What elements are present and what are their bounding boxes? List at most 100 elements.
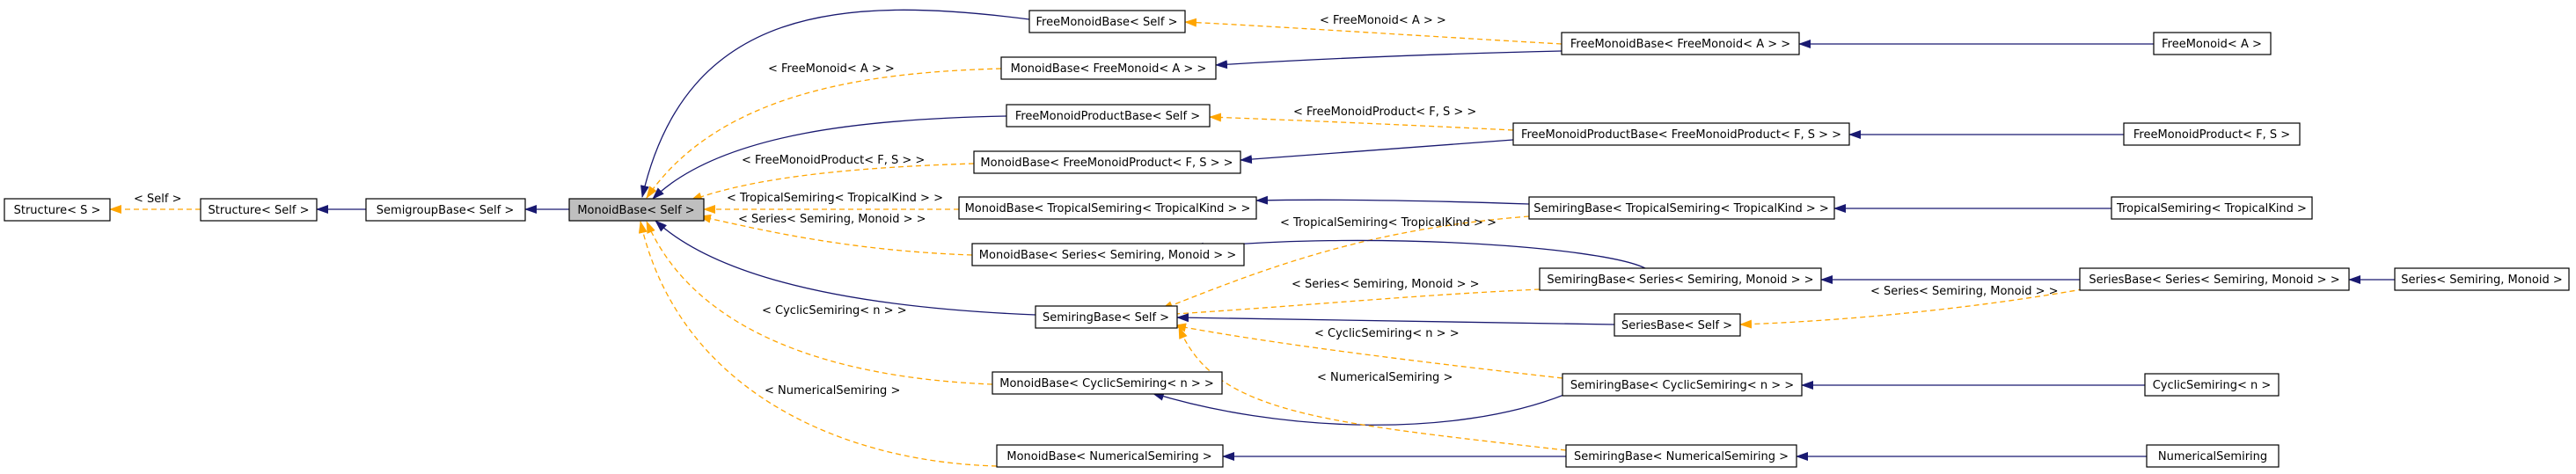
edge-monoidbase-freemonoid-to-monoidbase <box>646 68 1002 199</box>
node-label: TropicalSemiring< TropicalKind > <box>2116 202 2307 215</box>
node-box <box>1528 196 1835 220</box>
node-box <box>1561 32 1800 55</box>
node-freemonoidproductbase-self[interactable]: FreeMonoidProductBase< Self > <box>1006 104 1211 128</box>
node-label: FreeMonoidBase< FreeMonoid< A > > <box>1570 38 1790 51</box>
node-monoidbase-series[interactable]: MonoidBase< Series< Semiring, Monoid > > <box>971 243 1245 266</box>
node-label: SemigroupBase< Self > <box>377 204 514 217</box>
edge-label-tropicalsemiring-kind-mid: < TropicalSemiring< TropicalKind > > <box>1280 216 1497 230</box>
node-label: MonoidBase< NumericalSemiring > <box>1006 450 1211 463</box>
node-semiringbase-series[interactable]: SemiringBase< Series< Semiring, Monoid >… <box>1539 267 1822 291</box>
node-tropicalsemiring[interactable]: TropicalSemiring< TropicalKind > <box>2111 196 2313 220</box>
node-box <box>2111 196 2313 220</box>
node-freemonoidproduct[interactable]: FreeMonoidProduct< F, S > <box>2123 122 2301 146</box>
node-label: SemiringBase< Series< Semiring, Monoid >… <box>1547 273 1813 287</box>
node-label: MonoidBase< Series< Semiring, Monoid > > <box>979 249 1236 262</box>
node-numericalsemiring[interactable]: NumericalSemiring <box>2146 444 2280 468</box>
node-box <box>1539 267 1822 291</box>
edge-label-tropicalsemiring-kind: < TropicalSemiring< TropicalKind > > <box>727 192 943 205</box>
node-semiringbase-numericalsemiring[interactable]: SemiringBase< NumericalSemiring > <box>1565 444 1797 468</box>
edge-srb-numerical-to-semiringbase-self <box>1178 326 1567 451</box>
node-monoidbase-numericalsemiring[interactable]: MonoidBase< NumericalSemiring > <box>996 444 1224 468</box>
node-box <box>971 243 1245 266</box>
edge-label-freemonoidproduct-fs: < FreeMonoidProduct< F, S > > <box>742 154 925 167</box>
node-label: Structure< S > <box>14 204 101 217</box>
edge-freemonoidbase-self-to-monoidbase <box>640 9 1030 198</box>
edge-freemonoidproductbase-self-to-monoidbase <box>652 115 1007 200</box>
node-semiringbase-tropicalsemiring[interactable]: SemiringBase< TropicalSemiring< Tropical… <box>1528 196 1835 220</box>
node-monoidbase-cyclicsemiring[interactable]: MonoidBase< CyclicSemiring< n > > <box>992 371 1223 395</box>
node-box <box>1565 444 1797 468</box>
node-box <box>4 198 111 222</box>
node-semigroupbase-self[interactable]: SemigroupBase< Self > <box>365 198 526 222</box>
edge-srb-cyclic-to-monoidbase-cyclic <box>1152 392 1567 426</box>
edge-semiringbase-self-to-monoidbase <box>655 220 1036 316</box>
edge-srb-tropical-to-monoidbase-tropical <box>1255 195 1530 205</box>
node-freemonoidproductbase-freemonoidproduct[interactable]: FreeMonoidProductBase< FreeMonoidProduct… <box>1512 122 1850 146</box>
node-seriesbase-self[interactable]: SeriesBase< Self > <box>1614 313 1741 337</box>
edge-label-freemonoidproduct-fs-top: < FreeMonoidProduct< F, S > > <box>1293 106 1476 119</box>
node-monoidbase-tropicalsemiring[interactable]: MonoidBase< TropicalSemiring< TropicalKi… <box>958 196 1257 220</box>
node-box <box>1562 373 1803 397</box>
node-box <box>1000 56 1217 80</box>
node-label: CyclicSemiring< n > <box>2153 379 2272 392</box>
node-structure-self[interactable]: Structure< Self > <box>200 198 318 222</box>
node-label: SeriesBase< Series< Semiring, Monoid > > <box>2089 273 2339 287</box>
node-box <box>2144 373 2280 397</box>
node-label: FreeMonoid< A > <box>2162 38 2262 51</box>
node-label: MonoidBase< FreeMonoidProduct< F, S > > <box>980 157 1233 170</box>
node-freemonoidbase-self[interactable]: FreeMonoidBase< Self > <box>1028 10 1186 33</box>
node-label: MonoidBase< TropicalSemiring< TropicalKi… <box>965 202 1251 215</box>
node-semiringbase-cyclicsemiring[interactable]: SemiringBase< CyclicSemiring< n > > <box>1562 373 1803 397</box>
edge-monoidbase-numerical-to-monoidbase <box>638 221 998 467</box>
node-monoidbase-freemonoid[interactable]: MonoidBase< FreeMonoid< A > > <box>1000 56 1217 80</box>
node-label: FreeMonoidBase< Self > <box>1036 16 1178 29</box>
node-box <box>1614 313 1741 337</box>
edge-freemonoidbase-freemonoid-to-freemonoidbase-self <box>1184 18 1562 45</box>
node-series[interactable]: Series< Semiring, Monoid > <box>2394 267 2570 291</box>
node-label: FreeMonoidProduct< F, S > <box>2133 128 2290 142</box>
node-label: SemiringBase< TropicalSemiring< Tropical… <box>1533 202 1829 215</box>
edge-fmpb-fmp-to-fmpb-self <box>1209 113 1514 131</box>
edge-label-series-semiring-monoid-mid: < Series< Semiring, Monoid > > <box>1292 278 1480 291</box>
node-freemonoid[interactable]: FreeMonoid< A > <box>2153 32 2272 55</box>
node-label: Series< Semiring, Monoid > <box>2401 273 2563 287</box>
edge-freemonoidbase-freemonoid-to-monoidbase-freemonoid <box>1215 50 1562 69</box>
node-box <box>996 444 1224 468</box>
edge-label-series-semiring-monoid: < Series< Semiring, Monoid > > <box>738 213 926 226</box>
node-box <box>2146 444 2280 468</box>
edge-seriesbase-self-to-semiringbase-self <box>1176 313 1615 325</box>
node-monoidbase-self[interactable]: MonoidBase< Self > <box>568 198 705 222</box>
node-label: MonoidBase< CyclicSemiring< n > > <box>999 377 1213 390</box>
node-label: FreeMonoidProductBase< FreeMonoidProduct… <box>1521 128 1841 142</box>
node-label: SemiringBase< NumericalSemiring > <box>1574 450 1789 463</box>
node-freemonoidbase-freemonoid[interactable]: FreeMonoidBase< FreeMonoid< A > > <box>1561 32 1800 55</box>
node-label: SemiringBase< CyclicSemiring< n > > <box>1570 379 1794 392</box>
edge-srb-series-to-semiringbase-self <box>1160 288 1540 319</box>
node-semiringbase-self[interactable]: SemiringBase< Self > <box>1035 305 1178 329</box>
node-box <box>2394 267 2570 291</box>
node-box <box>2153 32 2272 55</box>
edge-label-series-semiring-monoid-right: < Series< Semiring, Monoid > > <box>1870 285 2059 298</box>
node-box <box>958 196 1257 220</box>
node-box <box>2079 267 2350 291</box>
edge-labels: < Self > < FreeMonoid< A > > < FreeMonoi… <box>134 14 2059 397</box>
node-cyclicsemiring[interactable]: CyclicSemiring< n > <box>2144 373 2280 397</box>
edge-seriesbase-series-to-seriesbase-self <box>1739 287 2093 329</box>
node-monoidbase-freemonoidproduct[interactable]: MonoidBase< FreeMonoidProduct< F, S > > <box>973 150 1241 174</box>
node-box <box>1028 10 1186 33</box>
edge-label-self: < Self > <box>134 193 182 206</box>
node-box <box>1512 122 1850 146</box>
edge-label-numericalsemiring: < NumericalSemiring > <box>765 384 900 397</box>
node-seriesbase-series[interactable]: SeriesBase< Series< Semiring, Monoid > > <box>2079 267 2350 291</box>
edge-srb-cyclic-to-semiringbase-self <box>1174 323 1563 379</box>
edge-label-cyclicsemiring-n-mid: < CyclicSemiring< n > > <box>1314 327 1460 340</box>
edge-monoidbase-freemonoidproduct-to-monoidbase <box>690 163 975 201</box>
edge-label-freemonoid-a: < FreeMonoid< A > > <box>768 62 895 76</box>
node-label: SemiringBase< Self > <box>1043 311 1169 325</box>
node-structure-s[interactable]: Structure< S > <box>4 198 111 222</box>
node-box <box>2123 122 2301 146</box>
node-box <box>1035 305 1178 329</box>
edge-monoidbase-cyclic-to-monoidbase <box>646 221 993 385</box>
edge-monoidbase-series-to-monoidbase <box>699 214 973 256</box>
